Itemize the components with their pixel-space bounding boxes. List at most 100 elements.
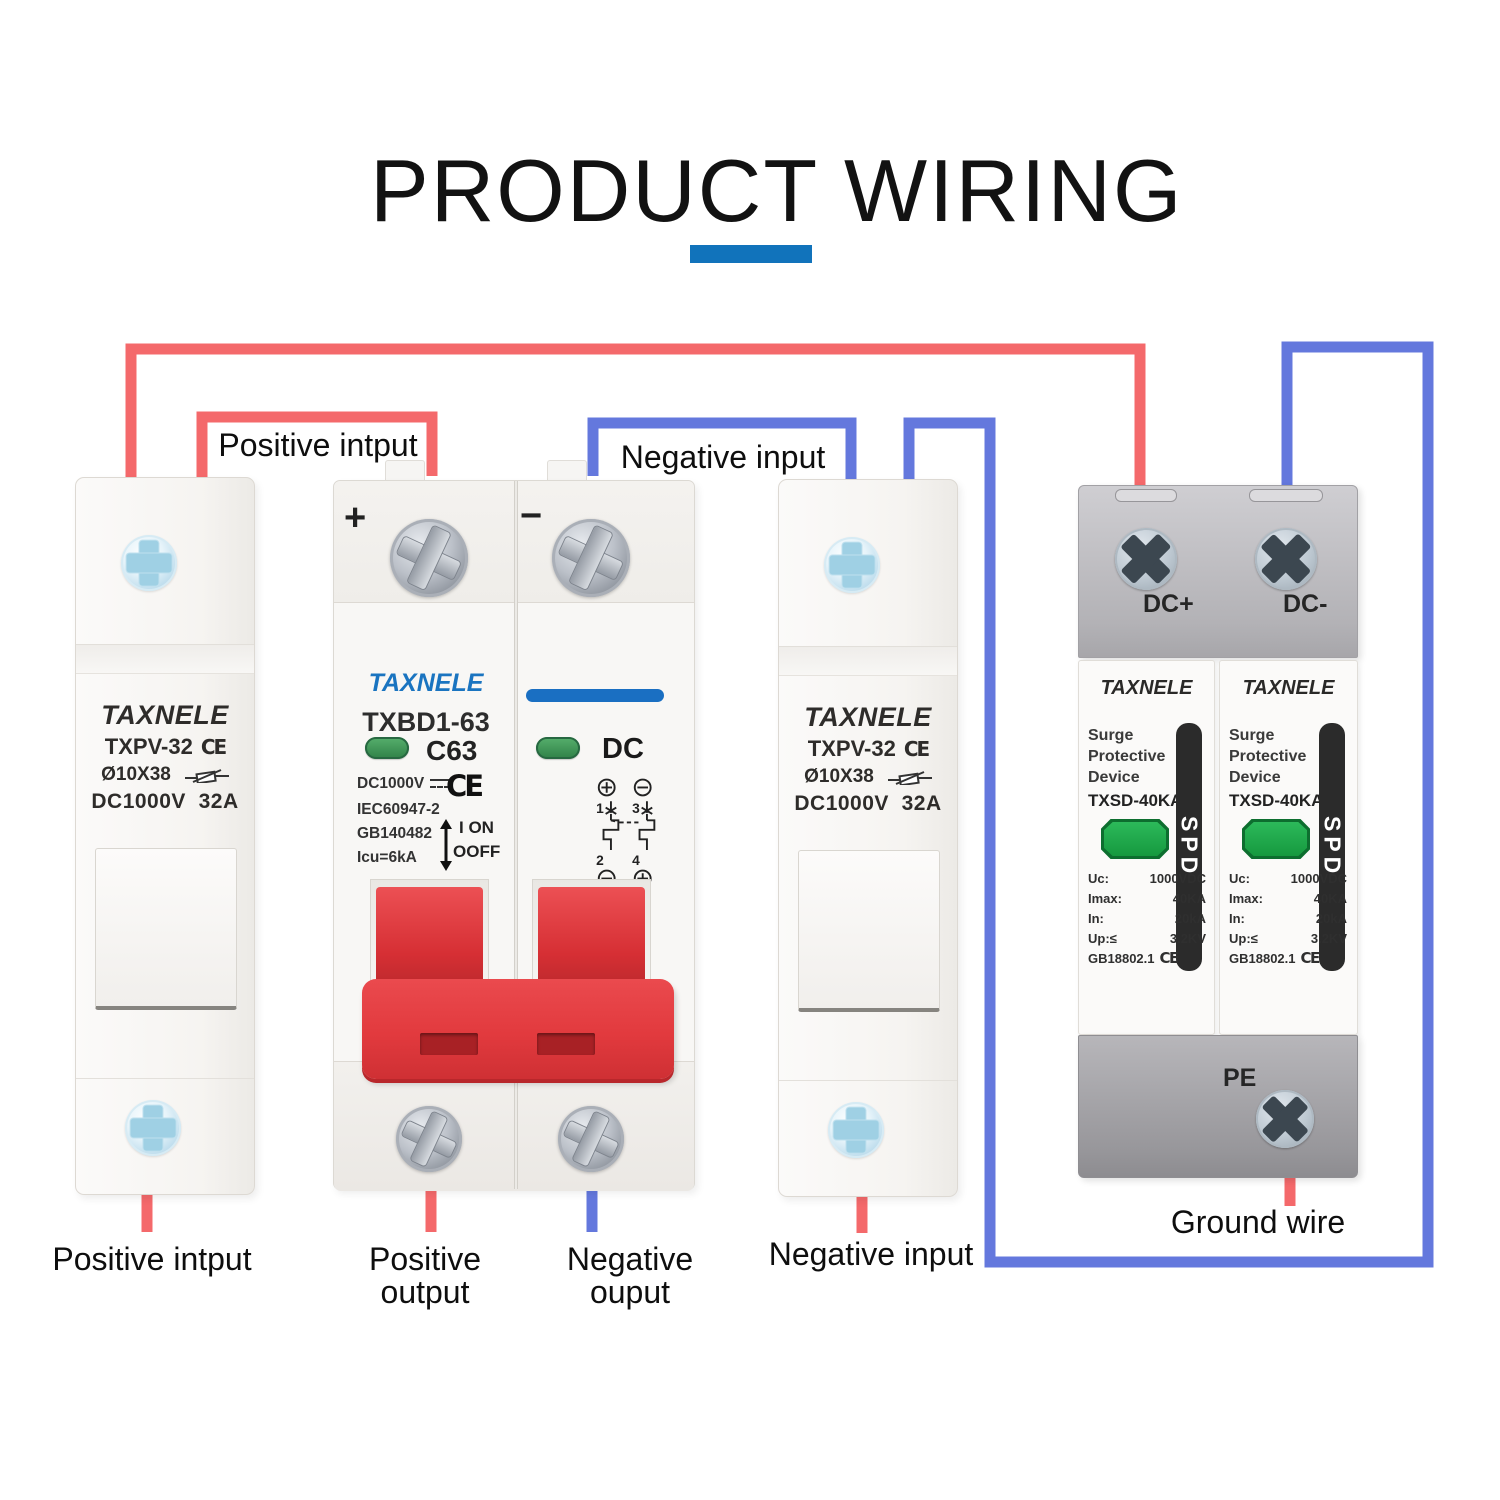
- status-window: [1242, 819, 1310, 859]
- status-indicator: [536, 737, 580, 759]
- fuse-door-handle[interactable]: [798, 850, 940, 1012]
- fuse-icon: [184, 769, 229, 783]
- wire-positive-main: [125, 343, 1146, 492]
- spd-band: SPD: [1176, 723, 1203, 971]
- spec-row: In:20kA: [1229, 911, 1347, 926]
- screw-icon: [121, 535, 177, 591]
- panel-seam: [76, 1078, 254, 1079]
- spec-value: 3.2KV: [1310, 931, 1347, 946]
- label-negative-output-line1: Negative: [566, 1241, 694, 1277]
- wire-slot: [1115, 489, 1177, 502]
- model-number: TXSD-40KA: [1229, 791, 1324, 810]
- wire-negative-main: [903, 341, 1434, 1268]
- screw-icon: [1255, 528, 1317, 590]
- wire-slot: [1249, 489, 1323, 502]
- screw-icon: [390, 519, 468, 597]
- screw-icon: [1115, 528, 1177, 590]
- ce-mark: CE: [1159, 949, 1180, 967]
- spd-band-label: SPD: [1176, 815, 1203, 879]
- dc-circuit-breaker: + − TAXNELE TXBD1-63 C63 DC1000V IEC6094…: [333, 460, 695, 1191]
- model-number: TXSD-40KA: [1088, 791, 1183, 810]
- label-positive-output: Positive output: [325, 1243, 525, 1309]
- handle-tie-bar[interactable]: [362, 979, 674, 1079]
- label-positive-output-line1: Positive: [368, 1241, 482, 1277]
- spec-key: Uc:: [1088, 871, 1109, 886]
- status-window-green: [1104, 822, 1166, 856]
- voltage: DC1000V: [357, 775, 425, 792]
- fuse-holder-neck: [76, 644, 254, 674]
- fuse-door-handle[interactable]: [95, 848, 237, 1010]
- breaking-capacity: Icu=6kA: [357, 849, 417, 866]
- on-label: I ON: [459, 818, 494, 837]
- standard-gb: GB140482: [357, 825, 432, 842]
- ce-mark: CE: [200, 735, 227, 759]
- pole-stripe: [526, 689, 664, 702]
- spec-row: Uc:1000VDC: [1088, 871, 1206, 886]
- label-bottom-negative-input: Negative input: [768, 1236, 974, 1272]
- tie-bar-slot: [420, 1033, 478, 1055]
- spec-key: Imax:: [1088, 891, 1122, 906]
- on-off-arrow-icon: [440, 819, 452, 871]
- label-positive-output-line2: output: [380, 1274, 470, 1310]
- screw-icon: [558, 1106, 624, 1172]
- dc-label: DC: [602, 733, 644, 765]
- current: 32A: [198, 790, 239, 813]
- brand-logo: TAXNELE: [1100, 677, 1193, 699]
- wire-positive-to-breaker: [196, 411, 438, 480]
- spec-row: Imax: 40KA: [1088, 891, 1206, 906]
- device-type-line: Surge: [1088, 727, 1134, 744]
- label-top-negative-input: Negative input: [620, 439, 826, 475]
- spec-key: Up:≤: [1229, 931, 1258, 946]
- breaker-body: + − TAXNELE TXBD1-63 C63 DC1000V IEC6094…: [333, 480, 695, 1191]
- plus-sign: +: [344, 497, 367, 539]
- curve-rating: C63: [426, 735, 478, 766]
- device-type-line: Device: [1229, 769, 1281, 786]
- spec-key: In:: [1088, 911, 1104, 926]
- screw-icon: [828, 1102, 884, 1158]
- minus-sign: −: [520, 495, 543, 537]
- brand-logo: TAXNELE: [804, 702, 932, 732]
- spec-value: 20kA: [1315, 911, 1347, 926]
- spd-module: TAXNELE Surge Protective Device TXSD-40K…: [1219, 660, 1358, 1035]
- brand-logo: TAXNELE: [1242, 677, 1335, 699]
- spec-key: Imax:: [1229, 891, 1263, 906]
- title-underline: [690, 245, 812, 263]
- rating-row: DC1000V 32A: [779, 792, 957, 816]
- pole-divider: [514, 481, 518, 1189]
- terminal-2: 2: [596, 853, 604, 868]
- terminal-dc-minus-label: DC-: [1283, 590, 1328, 618]
- tie-bar-slot: [537, 1033, 595, 1055]
- terminal-4: 4: [632, 853, 640, 868]
- fuse-size: Ø10X38: [101, 764, 171, 785]
- terminal-pe-label: PE: [1223, 1064, 1257, 1092]
- spd-band: SPD: [1319, 723, 1346, 971]
- fuse-holder-neck: [779, 646, 957, 676]
- model-number: TXBD1-63: [362, 707, 490, 737]
- size-row: Ø10X38: [76, 764, 254, 786]
- spec-value: 1000VDC: [1290, 871, 1347, 886]
- surge-protective-device: DC+ DC- TAXNELE Surge Protective Device …: [1078, 485, 1358, 1208]
- breaker-lever[interactable]: [538, 887, 645, 983]
- spec-row: Up:≤3.2KV: [1088, 931, 1206, 946]
- ce-mark: CE: [1300, 949, 1321, 967]
- fuse-icon: [887, 771, 932, 785]
- brand-logo: TAXNELE: [368, 669, 484, 697]
- terminal-dc-plus-label: DC+: [1143, 590, 1194, 618]
- screw-icon: [396, 1106, 462, 1172]
- spd-band-label: SPD: [1319, 815, 1346, 879]
- spec-value: 40KA: [1172, 891, 1206, 906]
- dc-current-icon: [430, 779, 451, 789]
- screw-icon: [125, 1100, 181, 1156]
- status-indicator: [365, 737, 409, 759]
- spec-value: 20kA: [1174, 911, 1206, 926]
- label-ground-wire: Ground wire: [1170, 1204, 1346, 1240]
- device-type-line: Device: [1088, 769, 1140, 786]
- breaker-lever[interactable]: [376, 887, 483, 983]
- label-top-positive-input: Positive intput: [218, 427, 418, 463]
